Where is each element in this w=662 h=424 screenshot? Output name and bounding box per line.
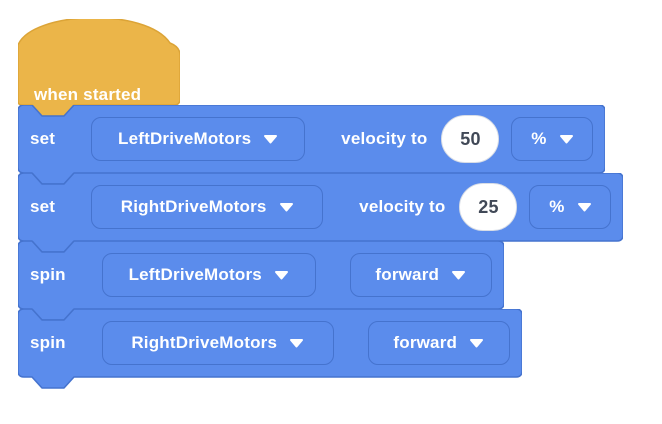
- direction-dropdown-value: forward: [375, 265, 440, 284]
- motor-dropdown-value: RightDriveMotors: [120, 197, 267, 216]
- block-set-velocity-left[interactable]: set LeftDriveMotors velocity to 50 %: [18, 105, 605, 185]
- block-keyword: set: [30, 129, 56, 148]
- velocity-value-input[interactable]: 25: [459, 183, 518, 231]
- motor-dropdown[interactable]: LeftDriveMotors: [101, 253, 316, 297]
- block-mid-label: velocity to: [359, 197, 446, 216]
- motor-dropdown[interactable]: LeftDriveMotors: [91, 117, 306, 161]
- hat-block-when-started[interactable]: when started: [18, 19, 180, 117]
- caret-down-icon: [290, 339, 304, 348]
- block-keyword: spin: [30, 333, 66, 352]
- motor-dropdown-value: LeftDriveMotors: [117, 129, 252, 148]
- block-keyword: set: [30, 197, 56, 216]
- block-keyword: spin: [30, 265, 66, 284]
- motor-dropdown[interactable]: RightDriveMotors: [101, 321, 334, 365]
- motor-dropdown-value: LeftDriveMotors: [128, 265, 262, 284]
- caret-down-icon: [452, 271, 466, 280]
- unit-dropdown-value: %: [531, 129, 547, 148]
- direction-dropdown-value: forward: [393, 333, 458, 352]
- caret-down-icon: [264, 135, 278, 144]
- caret-down-icon: [470, 339, 484, 348]
- caret-down-icon: [279, 203, 293, 212]
- block-spin-right[interactable]: spin RightDriveMotors forward: [18, 309, 522, 389]
- direction-dropdown[interactable]: forward: [367, 321, 510, 365]
- direction-dropdown[interactable]: forward: [349, 253, 492, 297]
- velocity-value-input[interactable]: 50: [441, 115, 500, 163]
- caret-down-icon: [274, 271, 288, 280]
- unit-dropdown[interactable]: %: [511, 117, 594, 161]
- block-mid-label: velocity to: [341, 129, 428, 148]
- unit-dropdown-value: %: [549, 197, 565, 216]
- motor-dropdown[interactable]: RightDriveMotors: [91, 185, 324, 229]
- motor-dropdown-value: RightDriveMotors: [131, 333, 278, 352]
- block-set-velocity-right[interactable]: set RightDriveMotors velocity to 25 %: [18, 173, 623, 253]
- unit-dropdown[interactable]: %: [529, 185, 612, 229]
- block-spin-left[interactable]: spin LeftDriveMotors forward: [18, 241, 504, 321]
- hat-block-label: when started: [34, 85, 142, 104]
- caret-down-icon: [559, 135, 573, 144]
- caret-down-icon: [577, 203, 591, 212]
